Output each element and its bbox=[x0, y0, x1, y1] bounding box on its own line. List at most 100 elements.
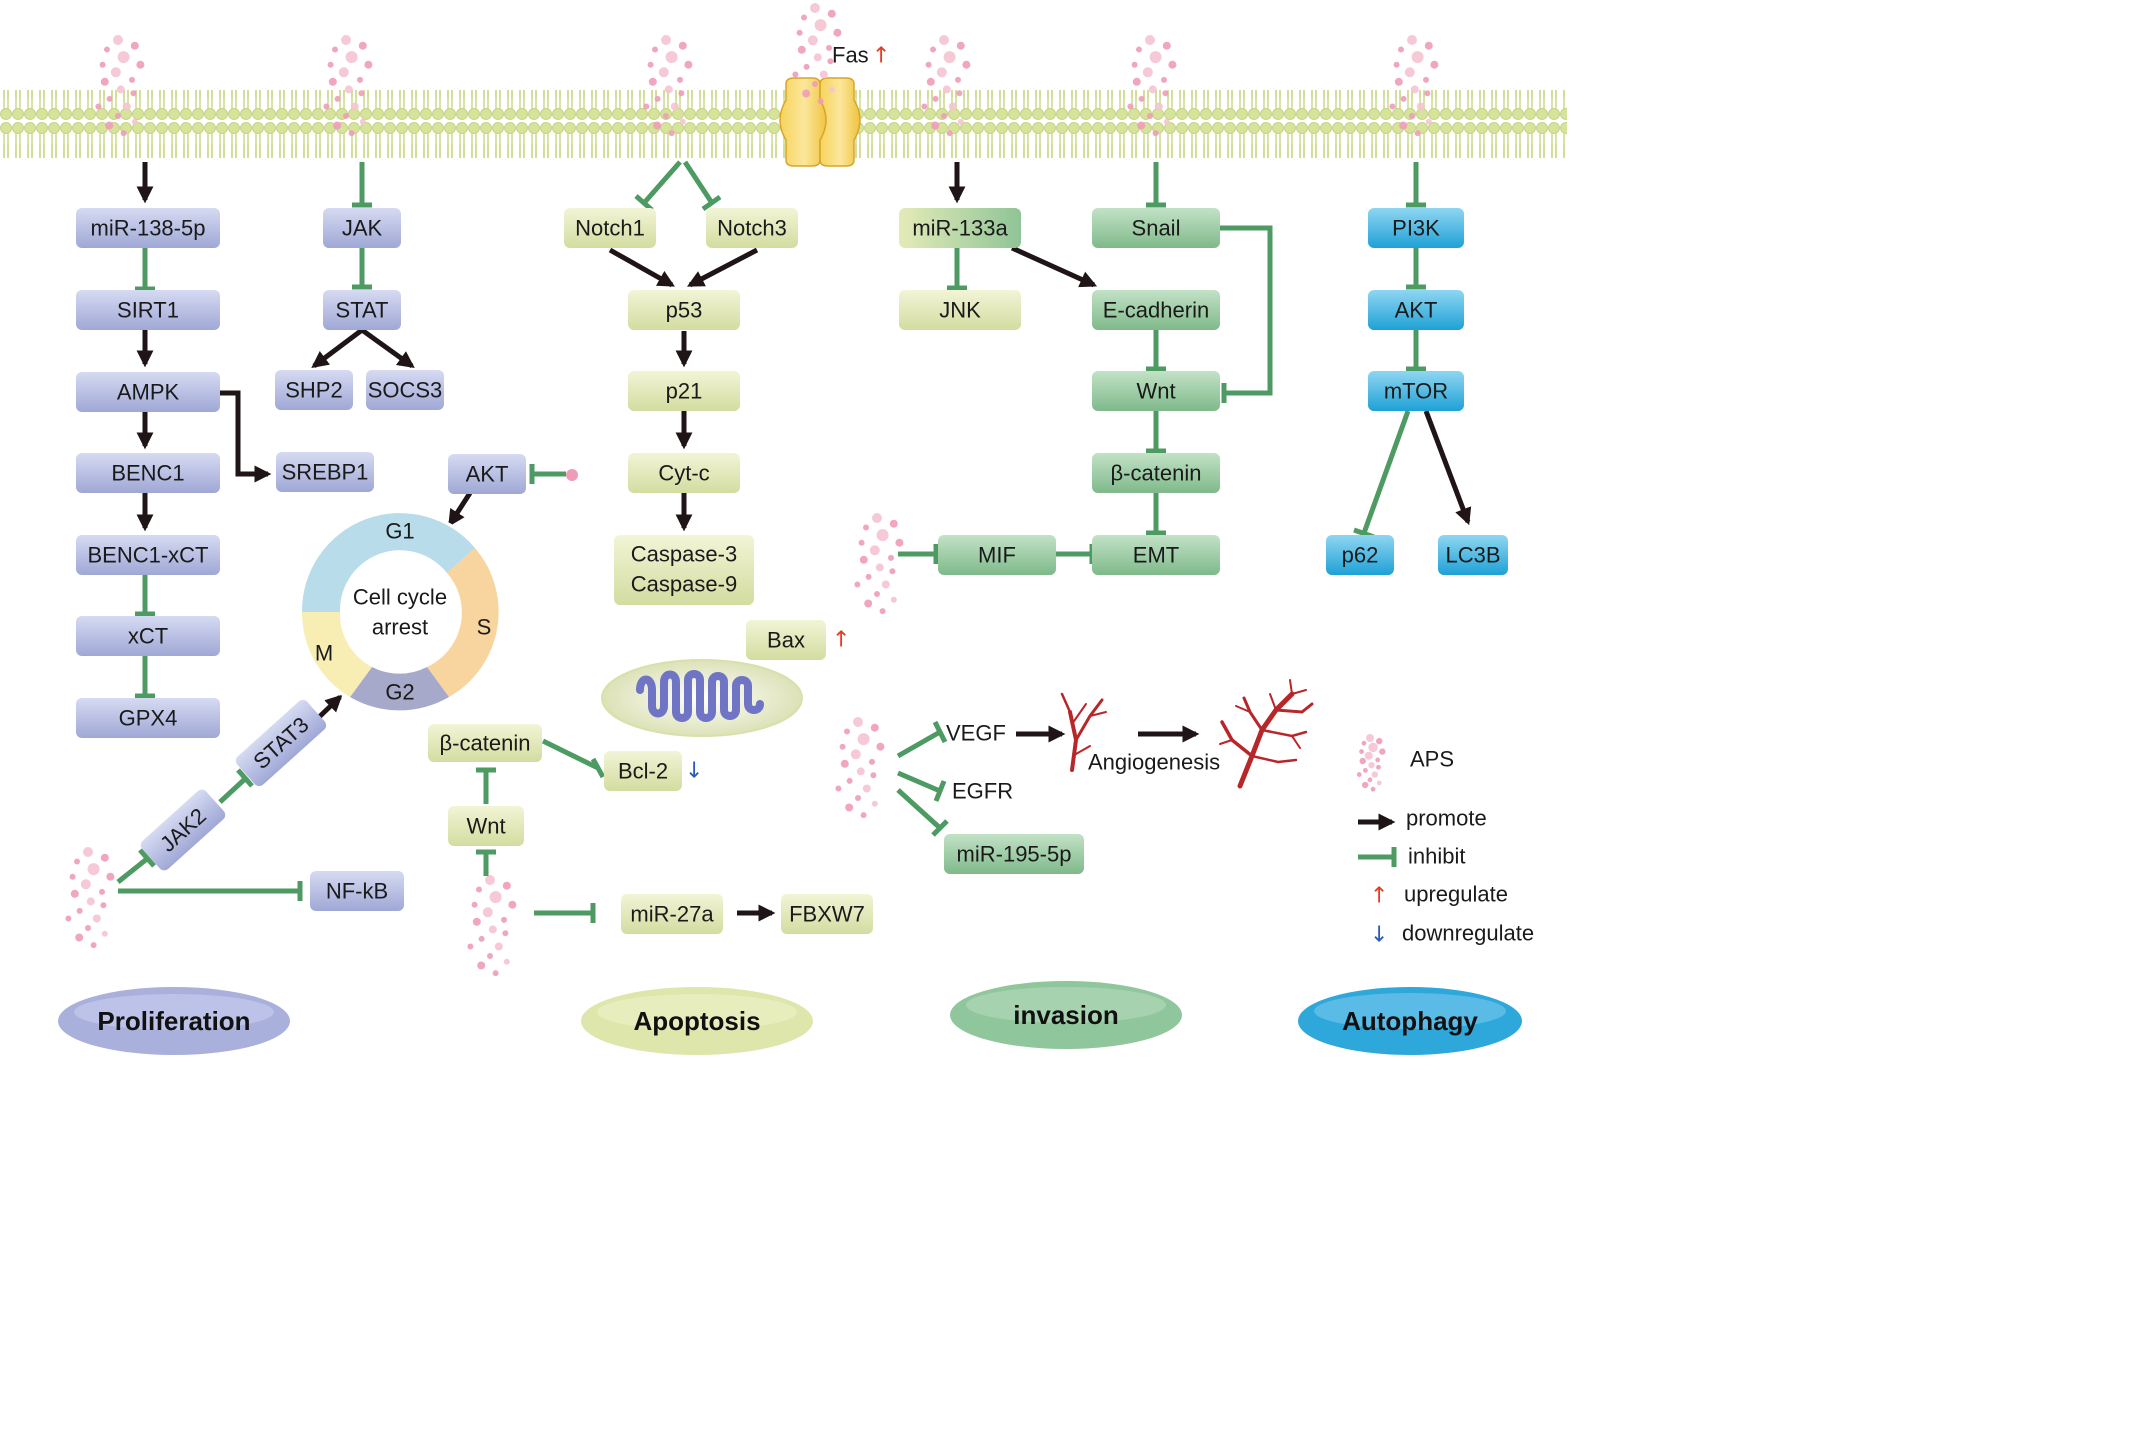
aps-particle-cluster-icon bbox=[921, 35, 971, 137]
svg-text:SHP2: SHP2 bbox=[285, 378, 342, 403]
bax-up-mark: ↑ bbox=[832, 628, 850, 653]
node-p62: p62 bbox=[1326, 535, 1394, 575]
svg-text:MIF: MIF bbox=[978, 543, 1016, 568]
node-xct: xCT bbox=[76, 616, 220, 656]
node-stat3: STAT3 bbox=[235, 699, 327, 787]
aps-particle-cluster-icon bbox=[467, 875, 517, 977]
aps-particle-cluster-icon bbox=[835, 717, 885, 819]
svg-text:p62: p62 bbox=[1342, 543, 1379, 568]
node-e-cadherin: E-cadherin bbox=[1092, 290, 1220, 330]
node-mtor: mTOR bbox=[1368, 371, 1464, 411]
svg-text:STAT: STAT bbox=[336, 298, 389, 323]
aps-pathway-diagram: Fas ↑ bbox=[0, 3, 1567, 1055]
node-wnt-invasion: Wnt bbox=[1092, 371, 1220, 411]
svg-text:PI3K: PI3K bbox=[1392, 216, 1440, 241]
svg-text:FBXW7: FBXW7 bbox=[789, 902, 865, 927]
node-notch3: Notch3 bbox=[706, 208, 798, 248]
phase-g1: G1 bbox=[385, 519, 414, 544]
legend-inhibit-label: inhibit bbox=[1408, 844, 1465, 869]
angiogenesis-label: Angiogenesis bbox=[1088, 750, 1220, 775]
node-benc1-xct: BENC1-xCT bbox=[76, 535, 220, 575]
aps-particle-cluster-icon bbox=[643, 35, 693, 137]
node-bax: Bax bbox=[746, 620, 826, 660]
node-p53: p53 bbox=[628, 290, 740, 330]
cell-cycle-center-line2: arrest bbox=[372, 615, 428, 640]
svg-text:Autophagy: Autophagy bbox=[1342, 1006, 1478, 1036]
svg-text:JNK: JNK bbox=[939, 298, 981, 323]
node-bcatenin-apoptosis: β-catenin bbox=[428, 724, 542, 762]
svg-text:SREBP1: SREBP1 bbox=[282, 460, 369, 485]
svg-text:SIRT1: SIRT1 bbox=[117, 298, 179, 323]
node-mir-27a: miR-27a bbox=[621, 894, 723, 934]
svg-text:Notch3: Notch3 bbox=[717, 216, 787, 241]
node-cyt-c: Cyt-c bbox=[628, 453, 740, 493]
svg-text:miR-27a: miR-27a bbox=[630, 902, 714, 927]
node-akt-cycle: AKT bbox=[448, 454, 526, 494]
svg-text:p53: p53 bbox=[666, 298, 703, 323]
svg-text:AMPK: AMPK bbox=[117, 380, 180, 405]
legend-up-arrow-icon: ↑ bbox=[1370, 884, 1388, 909]
mitochondrion-icon bbox=[601, 659, 803, 737]
svg-text:AKT: AKT bbox=[1395, 298, 1438, 323]
svg-text:Snail: Snail bbox=[1132, 216, 1181, 241]
aps-particle-cluster-icon bbox=[1127, 35, 1177, 137]
node-fbxw7: FBXW7 bbox=[781, 894, 873, 934]
fas-up-mark: ↑ bbox=[872, 44, 890, 69]
aps-particle-cluster-icon bbox=[1389, 35, 1439, 137]
node-akt-autophagy: AKT bbox=[1368, 290, 1464, 330]
node-bcl-2: Bcl-2 bbox=[604, 751, 682, 791]
svg-text:miR-138-5p: miR-138-5p bbox=[91, 216, 206, 241]
large-vessel-icon bbox=[1219, 679, 1314, 789]
node-lc3b: LC3B bbox=[1438, 535, 1508, 575]
node-stat: STAT bbox=[323, 290, 401, 330]
phase-m: M bbox=[315, 641, 333, 666]
node-sirt1: SIRT1 bbox=[76, 290, 220, 330]
node-wnt-apoptosis: Wnt bbox=[448, 806, 524, 846]
legend-upregulate-label: upregulate bbox=[1404, 882, 1508, 907]
svg-text:LC3B: LC3B bbox=[1445, 543, 1500, 568]
svg-text:Caspase-3: Caspase-3 bbox=[631, 542, 737, 567]
svg-text:miR-133a: miR-133a bbox=[912, 216, 1008, 241]
category-proliferation: Proliferation bbox=[58, 987, 290, 1055]
connectors bbox=[116, 160, 1472, 923]
legend-downregulate-label: downregulate bbox=[1402, 921, 1534, 946]
category-apoptosis: Apoptosis bbox=[581, 987, 813, 1055]
svg-text:p21: p21 bbox=[666, 379, 703, 404]
node-socs3: SOCS3 bbox=[366, 370, 444, 410]
legend-down-arrow-icon: ↓ bbox=[1370, 923, 1388, 948]
svg-text:Wnt: Wnt bbox=[1136, 379, 1175, 404]
svg-text:JAK: JAK bbox=[342, 216, 383, 241]
aps-particle-cluster-icon bbox=[1356, 734, 1386, 792]
node-mif: MIF bbox=[938, 535, 1056, 575]
svg-text:miR-195-5p: miR-195-5p bbox=[957, 842, 1072, 867]
fas-label: Fas bbox=[832, 43, 869, 68]
legend-aps-label: APS bbox=[1410, 747, 1454, 772]
svg-text:Caspase-9: Caspase-9 bbox=[631, 572, 737, 597]
node-jak: JAK bbox=[323, 208, 401, 248]
aps-particle-cluster-icon bbox=[95, 35, 145, 137]
node-notch1: Notch1 bbox=[564, 208, 656, 248]
legend-promote-label: promote bbox=[1406, 806, 1487, 831]
svg-text:xCT: xCT bbox=[128, 624, 168, 649]
svg-text:EMT: EMT bbox=[1133, 543, 1179, 568]
category-autophagy: Autophagy bbox=[1298, 987, 1522, 1055]
svg-text:AKT: AKT bbox=[466, 462, 509, 487]
svg-text:BENC1: BENC1 bbox=[111, 461, 184, 486]
node-benc1: BENC1 bbox=[76, 453, 220, 493]
svg-text:Bcl-2: Bcl-2 bbox=[618, 759, 668, 784]
aps-particle-cluster-icon bbox=[323, 35, 373, 137]
node-bcatenin-invasion: β-catenin bbox=[1092, 453, 1220, 493]
bcl2-down-mark: ↓ bbox=[685, 759, 703, 784]
svg-text:Bax: Bax bbox=[767, 628, 805, 653]
svg-text:mTOR: mTOR bbox=[1384, 379, 1448, 404]
svg-text:β-catenin: β-catenin bbox=[1111, 461, 1202, 486]
node-shp2: SHP2 bbox=[275, 370, 353, 410]
vegf-label: VEGF bbox=[946, 721, 1006, 746]
node-mir-133a: miR-133a bbox=[899, 208, 1021, 248]
svg-text:invasion: invasion bbox=[1013, 1000, 1118, 1030]
category-invasion: invasion bbox=[950, 981, 1182, 1049]
phase-g2: G2 bbox=[385, 680, 414, 705]
node-snail: Snail bbox=[1092, 208, 1220, 248]
aps-particle-cluster-icon bbox=[792, 3, 842, 105]
